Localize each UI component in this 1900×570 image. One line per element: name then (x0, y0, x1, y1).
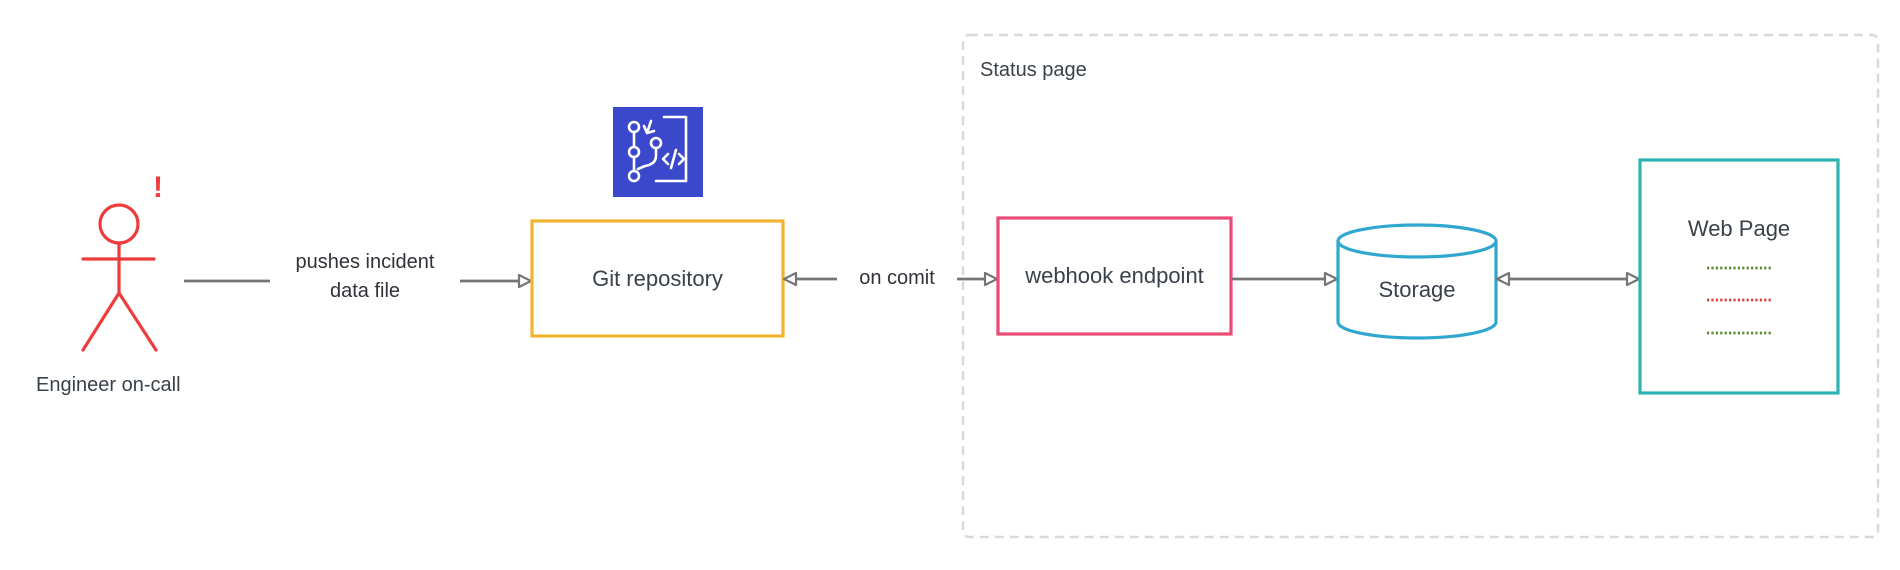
webhook-endpoint-label: webhook endpoint (1025, 263, 1204, 288)
codecommit-icon (613, 107, 703, 197)
commit-edge-label: on comit (837, 264, 957, 294)
git-repository-label: Git repository (592, 265, 723, 291)
storage-label: Storage (1378, 277, 1456, 302)
alert-mark-icon: ! (153, 171, 163, 204)
push-edge-label-line-1: pushes incident (295, 251, 435, 273)
webhook-endpoint-node (996, 216, 1233, 336)
web-page-node (1638, 158, 1840, 395)
push-edge-label-line-2: data file (329, 280, 401, 302)
web-page-content-lines (1707, 266, 1772, 335)
group-title: Status page (980, 59, 1087, 81)
web-page-title: Web Page (1687, 216, 1791, 241)
push-edge-label: pushes incident data file (270, 248, 460, 306)
engineer-actor-icon (81, 203, 158, 352)
actor-label: Engineer on-call (36, 374, 181, 396)
storage-cylinder-icon (1336, 223, 1498, 340)
